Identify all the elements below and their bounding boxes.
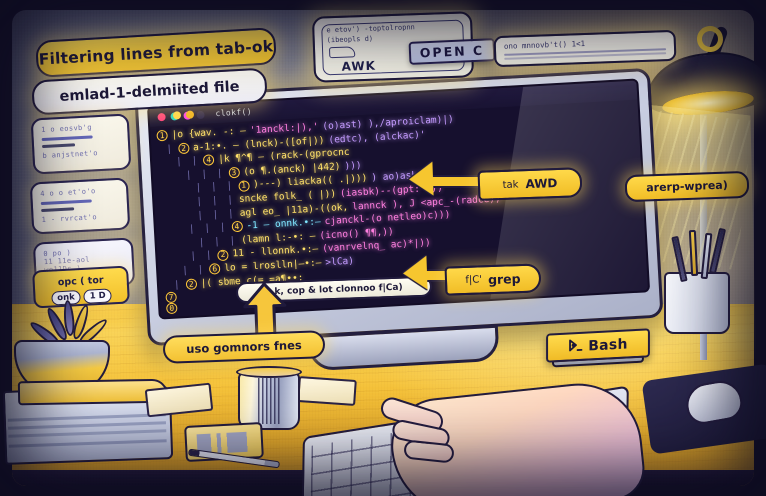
terminal-indent-guide: | |	[190, 249, 214, 263]
terminal-indent-guide: | |	[181, 263, 206, 277]
sidebar-card-one-text: 1 o eosvb'g	[41, 123, 93, 135]
awk-callout-prefix: tak	[502, 178, 519, 191]
sidebar-option-label: opc ( tor	[57, 274, 104, 289]
desk-mug-lip	[236, 366, 302, 378]
sidebar-card-rule	[41, 207, 74, 213]
terminal-line-number: 2	[185, 278, 198, 290]
grep-callout[interactable]: f|C' grep	[444, 263, 542, 296]
awk-callout-label: AWD	[525, 176, 558, 192]
terminal-line-number: 3	[228, 166, 240, 179]
pen-cup	[664, 272, 730, 334]
terminal-line-number: 2	[177, 142, 190, 155]
window-dot-amber[interactable]	[185, 110, 195, 119]
terminal-line-number: 4	[231, 221, 243, 233]
grep-callout-arrow-icon	[402, 255, 428, 291]
terminal-line-number: 0	[166, 302, 178, 315]
awk-card-text-line2: (ibeopls d)	[326, 34, 374, 45]
bash-glyph-icon	[568, 337, 583, 357]
sidebar-card-two[interactable]: 4 o o et'o'o 1 - rvrcat'o	[29, 177, 131, 235]
awk-callout[interactable]: tak AWD	[477, 167, 583, 201]
awk-callout-arrow-icon	[408, 161, 434, 197]
terminal-indent-guide: | |	[175, 155, 200, 168]
terminal-line-number: 1	[156, 130, 168, 142]
traffic-light-dot[interactable]	[196, 110, 205, 119]
computer-monitor: clokf() 1|o {wav. -: —'1anckl:|),'(o)ast…	[134, 67, 664, 372]
sidebar-card-two-text: 4 o o et'o'o	[40, 187, 96, 199]
awk-flow-arrow-icon	[328, 46, 356, 59]
lines-callout-arrow-icon	[242, 281, 288, 339]
paper-sheet	[297, 376, 357, 406]
tooltip-bar[interactable]: ono mnnovb't() 1<1	[493, 29, 677, 68]
open-command-pill[interactable]: OPEN C	[408, 38, 496, 65]
grep-callout-label: grep	[487, 271, 521, 288]
terminal-line-number: 4	[202, 154, 215, 167]
terminal-title: clokf()	[215, 107, 253, 119]
sidebar-option-pill[interactable]: opc ( tor onk 1 D	[32, 265, 130, 309]
desk-mug	[238, 372, 300, 430]
sidebar-card-rule	[40, 199, 93, 206]
awk-card-label: AWK	[341, 58, 377, 74]
sidebar-card-one[interactable]: 1 o eosvb'g b anjstnet'o	[30, 113, 132, 175]
traffic-light-dot[interactable]	[157, 112, 166, 121]
terminal-code-text: )))	[344, 159, 362, 172]
window-dot-yellow[interactable]	[172, 111, 182, 120]
bash-badge-label: Bash	[588, 335, 628, 355]
sidebar-option-chip-right[interactable]: 1 D	[83, 288, 113, 304]
awk-callout-stem	[431, 175, 483, 188]
terminal-line-number: 2	[217, 249, 229, 261]
terminal-indent-guide: | | |	[196, 207, 237, 221]
bash-badge[interactable]: Bash	[546, 328, 650, 363]
terminal-line-number: 6	[209, 263, 221, 275]
sidebar-card-one-text2: b anjstnet'o	[42, 149, 99, 161]
terminal-indent-guide: |	[166, 143, 175, 155]
grep-callout-prefix: f|C'	[465, 274, 483, 286]
regexp-pill[interactable]: arerp-wprea)	[624, 170, 750, 203]
sidebar-card-rule	[41, 135, 94, 142]
window-traffic-lights	[172, 110, 195, 120]
terminal-code-text: >lCa)	[325, 255, 355, 269]
terminal-line-number: 1	[237, 180, 250, 192]
sidebar-card-rule	[42, 143, 75, 149]
terminal-indent-guide: |	[173, 278, 183, 291]
sidebar-card-two-text2: 1 - rvrcat'o	[41, 213, 98, 225]
lines-callout[interactable]: uso gomnors fnes	[162, 330, 326, 364]
